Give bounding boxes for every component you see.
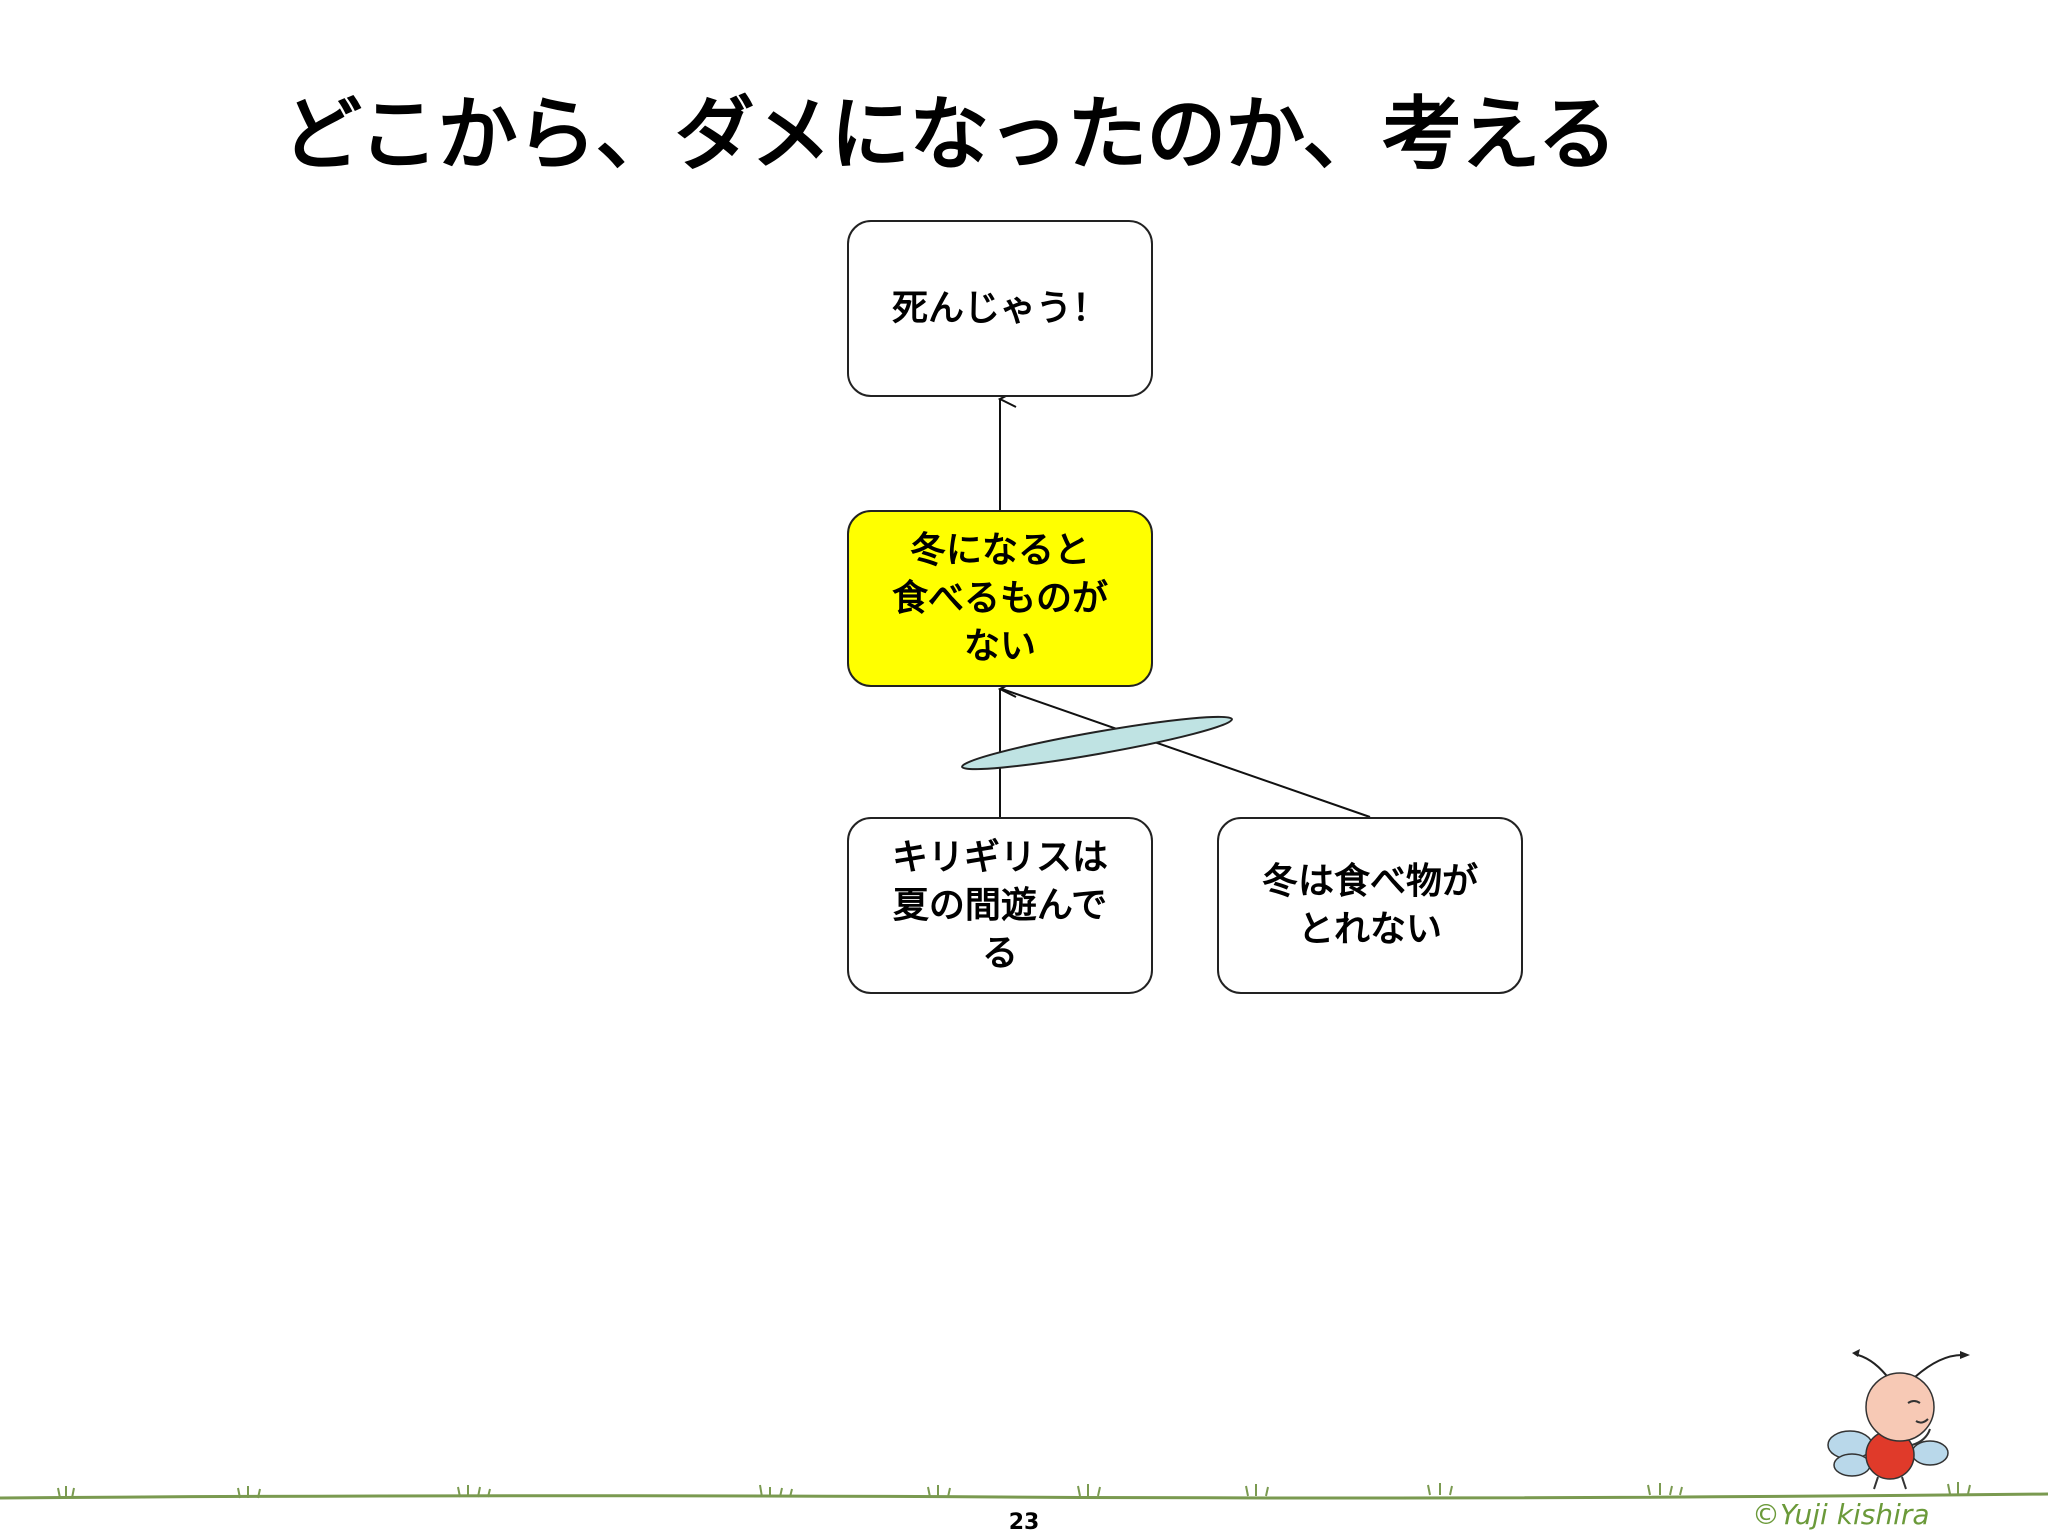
ant-mascot-illustration <box>1827 1349 1970 1490</box>
page-number: 23 <box>1008 1510 1040 1535</box>
and-connector <box>961 715 1233 771</box>
node-grasshopper-played-summer: キリギリスは 夏の間遊んで る <box>847 817 1153 994</box>
node-dies: 死んじゃう！ <box>847 220 1153 397</box>
node-no-food-available-winter: 冬は食べ物が とれない <box>1217 817 1523 994</box>
node-no-food-in-winter: 冬になると 食べるものが ない <box>847 510 1153 687</box>
edge-bottom-right-to-middle <box>1001 688 1371 818</box>
ground-grass-line <box>0 1482 2048 1500</box>
copyright-text: ©Yuji kishira <box>1752 1498 1930 1531</box>
slide-title: どこから、ダメになったのか、考える <box>282 88 1617 181</box>
